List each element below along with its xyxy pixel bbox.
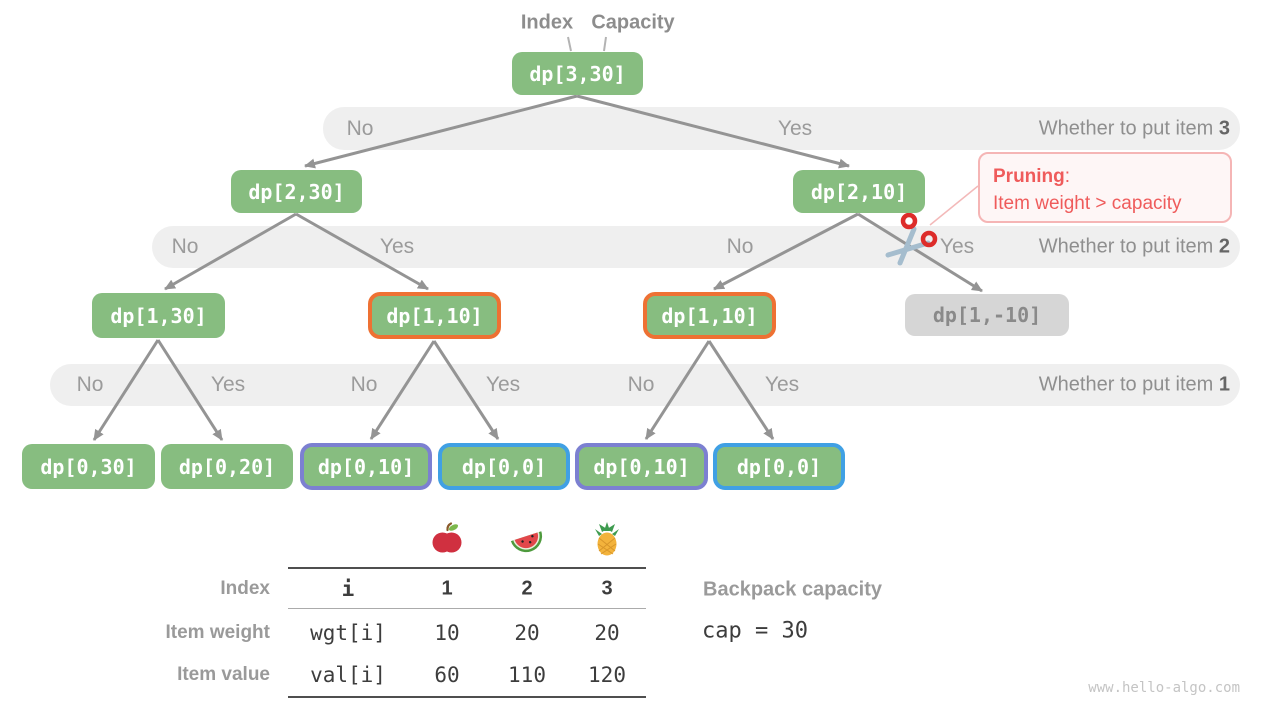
pruning-title-line: Pruning: bbox=[993, 163, 1230, 190]
band-question-item-number: 2 bbox=[1218, 235, 1230, 258]
backpack-capacity-label: Backpack capacity bbox=[703, 578, 883, 601]
tree-arrows bbox=[92, 94, 983, 441]
branch-label-no: No bbox=[350, 373, 378, 396]
table-row-label-weight: Item weight bbox=[165, 622, 270, 643]
table-cell: 110 bbox=[508, 663, 546, 687]
scissors-icon bbox=[885, 212, 938, 266]
band-question-item3: Whether to put item 3 bbox=[1039, 118, 1230, 141]
pineapple-icon bbox=[595, 522, 619, 556]
branch-label-no: No bbox=[346, 117, 374, 140]
table-rule-top bbox=[288, 567, 646, 569]
table-cell: 10 bbox=[434, 621, 460, 645]
dp-node: dp[2,10] bbox=[793, 170, 925, 213]
dp-node-root: dp[3,30] bbox=[512, 52, 643, 95]
table-rule-bottom bbox=[288, 696, 646, 698]
table-rule-middle bbox=[288, 608, 646, 609]
branch-label-yes: Yes bbox=[764, 373, 800, 396]
table-cell: 20 bbox=[594, 621, 620, 645]
table-cell: 20 bbox=[514, 621, 540, 645]
branch-label-yes: Yes bbox=[777, 117, 813, 140]
branch-label-yes: Yes bbox=[485, 373, 521, 396]
band-question-item2: Whether to put item 2 bbox=[1039, 236, 1230, 259]
index-pointer-label: Index bbox=[520, 11, 574, 34]
dp-node-highlight-orange: dp[1,10] bbox=[643, 292, 776, 339]
capacity-pointer-line bbox=[603, 36, 607, 52]
table-header-1: 1 bbox=[441, 577, 453, 600]
dp-node-pruned: dp[1,-10] bbox=[905, 294, 1069, 336]
table-cell: 120 bbox=[588, 663, 626, 687]
table-row-label-index: Index bbox=[220, 578, 270, 599]
table-header-i: i bbox=[341, 577, 355, 601]
watermark: www.hello-algo.com bbox=[1088, 680, 1240, 696]
dp-node: dp[1,30] bbox=[92, 293, 225, 338]
band-question-text: Whether to put item bbox=[1038, 235, 1219, 258]
band-question-item-number: 3 bbox=[1218, 117, 1230, 140]
dp-node: dp[0,20] bbox=[161, 444, 293, 489]
dp-node-highlight-blue: dp[0,0] bbox=[713, 443, 845, 490]
band-question-item1: Whether to put item 1 bbox=[1039, 374, 1230, 397]
pruning-note: Pruning: Item weight > capacity bbox=[978, 152, 1232, 223]
table-cell: 60 bbox=[434, 663, 460, 687]
pruning-description: Item weight > capacity bbox=[993, 193, 1182, 214]
dp-node-highlight-purple: dp[0,10] bbox=[575, 443, 708, 490]
apple-icon bbox=[432, 522, 462, 553]
pruning-colon: : bbox=[1064, 166, 1071, 187]
watermelon-icon bbox=[510, 531, 543, 553]
table-header-3: 3 bbox=[601, 577, 613, 600]
dp-node-highlight-purple: dp[0,10] bbox=[300, 443, 432, 490]
band-question-text: Whether to put item bbox=[1038, 373, 1219, 396]
index-pointer-line bbox=[567, 36, 572, 52]
backpack-capacity-value: cap = 30 bbox=[702, 618, 808, 644]
branch-label-yes: Yes bbox=[379, 235, 415, 258]
branch-label-no: No bbox=[76, 373, 104, 396]
decision-band-item1 bbox=[50, 364, 1240, 406]
dp-node: dp[0,30] bbox=[22, 444, 155, 489]
table-row-label-value: Item value bbox=[177, 664, 270, 685]
branch-label-no: No bbox=[627, 373, 655, 396]
pruning-callout-line bbox=[929, 185, 979, 226]
table-cell-val: val[i] bbox=[310, 663, 386, 687]
dp-node-highlight-orange: dp[1,10] bbox=[368, 292, 501, 339]
branch-label-yes: Yes bbox=[939, 235, 975, 258]
band-question-item-number: 1 bbox=[1218, 373, 1230, 396]
dp-node: dp[2,30] bbox=[231, 170, 362, 213]
table-cell-wgt: wgt[i] bbox=[310, 621, 386, 645]
capacity-pointer-label: Capacity bbox=[591, 11, 675, 34]
decision-band-item3 bbox=[323, 107, 1240, 150]
decision-band-item2 bbox=[152, 226, 1240, 268]
pruning-title: Pruning bbox=[993, 166, 1065, 187]
branch-label-yes: Yes bbox=[210, 373, 246, 396]
band-question-text: Whether to put item bbox=[1038, 117, 1219, 140]
dp-node-highlight-blue: dp[0,0] bbox=[438, 443, 570, 490]
branch-label-no: No bbox=[171, 235, 199, 258]
branch-label-no: No bbox=[726, 235, 754, 258]
table-header-2: 2 bbox=[521, 577, 533, 600]
